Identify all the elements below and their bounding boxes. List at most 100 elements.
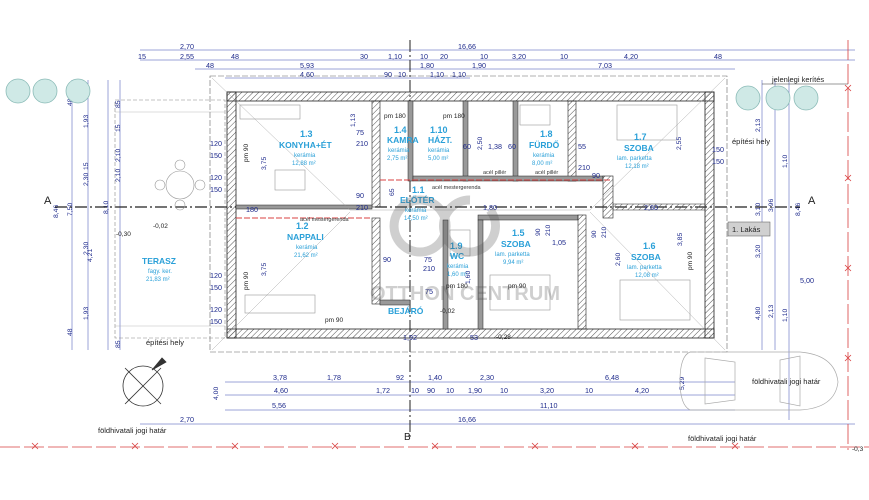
building-walls — [209, 75, 728, 353]
svg-text:210: 210 — [545, 224, 552, 236]
svg-text:1.7: 1.7 — [634, 132, 647, 142]
svg-text:55: 55 — [578, 142, 586, 151]
svg-text:pm 180: pm 180 — [443, 113, 465, 120]
svg-text:2,30: 2,30 — [480, 373, 494, 382]
svg-text:kerámia: kerámia — [388, 148, 410, 154]
svg-text:2,50: 2,50 — [477, 137, 484, 150]
legal-border-right-note: földhivatali jogi határ — [752, 377, 821, 386]
svg-text:90: 90 — [591, 230, 598, 238]
terrace-table — [154, 159, 206, 211]
svg-text:1.4: 1.4 — [394, 125, 407, 135]
svg-text:4,21: 4,21 — [87, 249, 94, 262]
svg-text:210: 210 — [578, 163, 590, 172]
svg-text:3,75: 3,75 — [261, 157, 268, 170]
svg-text:1,72: 1,72 — [376, 386, 390, 395]
svg-text:lam. parketta: lam. parketta — [617, 156, 652, 162]
svg-text:BEJÁRÓ: BEJÁRÓ — [388, 305, 424, 316]
svg-text:16,66: 16,66 — [458, 415, 476, 424]
car-icon — [679, 351, 839, 411]
svg-text:pm 90: pm 90 — [325, 317, 343, 324]
svg-text:WC: WC — [450, 251, 464, 261]
beam-note-1: acél mestergerenda — [300, 217, 350, 223]
svg-text:KAMRA: KAMRA — [387, 135, 419, 145]
svg-text:48: 48 — [714, 52, 722, 61]
svg-text:90: 90 — [592, 171, 600, 180]
svg-text:1.5: 1.5 — [512, 228, 525, 238]
svg-text:kerámia: kerámia — [533, 153, 555, 159]
svg-text:3,96: 3,96 — [768, 199, 775, 212]
svg-text:2,60: 2,60 — [615, 253, 622, 266]
svg-text:2,55: 2,55 — [180, 52, 194, 61]
svg-text:10: 10 — [480, 52, 488, 61]
svg-text:12,88 m²: 12,88 m² — [292, 161, 316, 167]
svg-text:30: 30 — [360, 52, 368, 61]
svg-text:pm 90: pm 90 — [687, 252, 694, 270]
lakas-label: 1. Lakás — [732, 225, 761, 234]
svg-text:2,13: 2,13 — [755, 119, 762, 132]
section-a-right: A — [808, 195, 816, 207]
svg-text:1,10: 1,10 — [388, 52, 402, 61]
svg-text:4,60: 4,60 — [274, 386, 288, 395]
svg-text:5,00: 5,00 — [800, 276, 814, 285]
svg-text:1,92: 1,92 — [403, 333, 417, 342]
property-border-marks — [31, 84, 852, 450]
svg-text:1.8: 1.8 — [540, 129, 553, 139]
top-dimension-texts: 2,70 16,66 15 2,55 48 30 1,10 10 20 10 3… — [138, 42, 722, 79]
svg-text:1,93: 1,93 — [83, 307, 90, 320]
svg-text:3,10: 3,10 — [755, 203, 762, 216]
terrace-material: fagy. ker. — [148, 269, 172, 275]
furniture — [239, 104, 691, 321]
bottom-dimensions — [140, 381, 855, 425]
fence-note: jelenlegi kerítés — [771, 75, 824, 84]
svg-text:4,80: 4,80 — [755, 307, 762, 320]
svg-text:48: 48 — [67, 328, 74, 336]
bottom-dimension-texts: 3,78 1,78 92 1,40 2,30 6,48 4,60 1,72 10… — [180, 373, 649, 424]
svg-text:2,70: 2,70 — [180, 415, 194, 424]
svg-text:1.6: 1.6 — [643, 241, 656, 251]
svg-text:65: 65 — [389, 188, 396, 196]
room-labels: TERASZ fagy. ker. 21,83 m² 1.3 KONYHA+ÉT… — [142, 125, 662, 316]
svg-text:KONYHA+ÉT: KONYHA+ÉT — [279, 140, 332, 150]
svg-text:pm 90: pm 90 — [508, 283, 526, 290]
elev-terrace: -0,02 — [153, 223, 168, 230]
left-dimension-texts: 85 48 1,93 15 2,10 2,30 8,10 7,50 8,46 4… — [53, 98, 122, 348]
svg-text:9,94 m²: 9,94 m² — [503, 260, 523, 266]
svg-text:2,13: 2,13 — [768, 305, 775, 318]
svg-text:1,80: 1,80 — [483, 203, 497, 212]
svg-text:1,10: 1,10 — [430, 70, 444, 79]
svg-text:10: 10 — [560, 52, 568, 61]
terrace — [114, 99, 226, 339]
inner-dimensions: 120 150 120 150 120 150 120 150 75 210 9… — [83, 114, 724, 342]
svg-text:1,93: 1,93 — [83, 115, 90, 128]
svg-text:85: 85 — [115, 100, 122, 108]
svg-text:3,20: 3,20 — [512, 52, 526, 61]
section-b-label: B — [404, 432, 411, 443]
svg-text:120: 120 — [210, 305, 222, 314]
svg-text:10: 10 — [411, 386, 419, 395]
svg-text:10: 10 — [500, 386, 508, 395]
svg-text:60: 60 — [463, 142, 471, 151]
svg-text:1,90: 1,90 — [468, 386, 482, 395]
svg-text:1,80: 1,80 — [420, 61, 434, 70]
svg-text:14,50 m²: 14,50 m² — [404, 216, 428, 222]
svg-text:3,75: 3,75 — [261, 263, 268, 276]
beam-note-2: acél mestergerenda — [432, 185, 482, 191]
svg-text:2,60: 2,60 — [644, 203, 658, 212]
dim-top-16-66: 16,66 — [458, 42, 476, 51]
svg-text:7,50: 7,50 — [67, 203, 74, 216]
svg-text:kerámia: kerámia — [405, 208, 427, 214]
svg-text:1.9: 1.9 — [450, 241, 463, 251]
svg-text:150: 150 — [210, 151, 222, 160]
svg-text:150: 150 — [712, 157, 724, 166]
trees — [5, 78, 819, 111]
svg-text:5,29: 5,29 — [679, 377, 686, 390]
build-place-bottom-note: építési hely — [146, 338, 184, 347]
svg-text:48: 48 — [231, 52, 239, 61]
steel-beams — [236, 179, 610, 219]
watermark-text: OTTHON CENTRUM — [370, 283, 560, 305]
svg-text:15: 15 — [83, 162, 90, 170]
svg-text:1,90: 1,90 — [472, 61, 486, 70]
legal-border-bottom-note: földhivatali jogi határ — [688, 434, 757, 443]
top-dimensions — [140, 49, 855, 79]
